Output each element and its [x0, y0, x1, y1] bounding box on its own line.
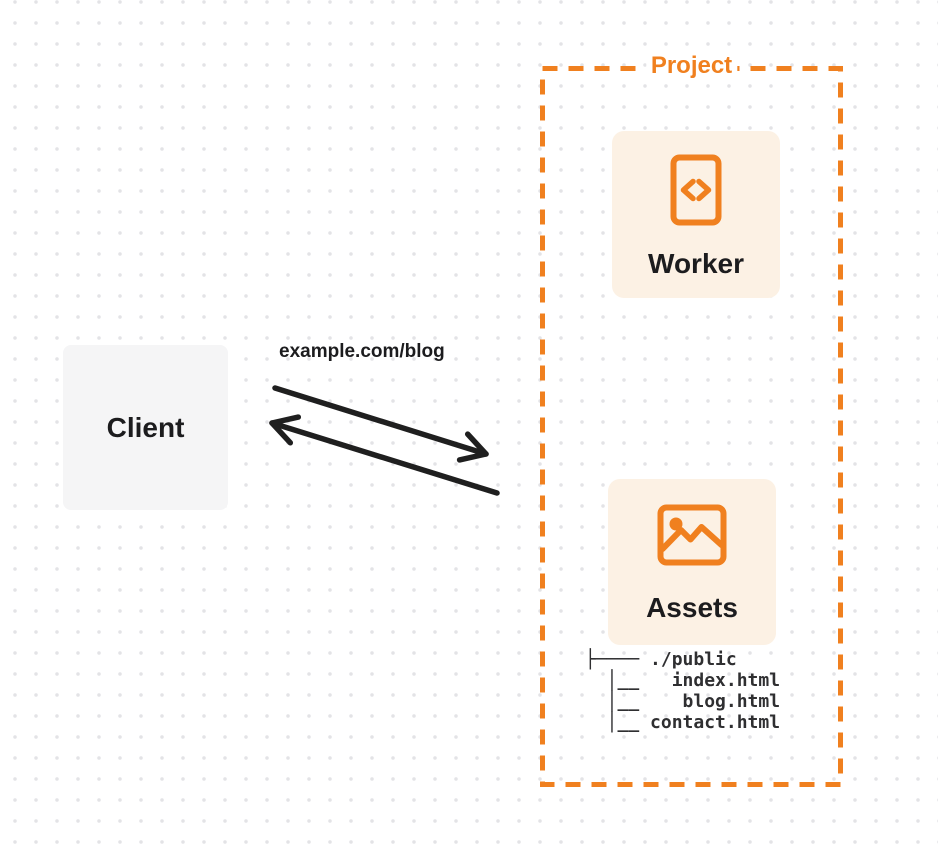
assets-label: Assets	[646, 592, 738, 623]
project-boundary: Project Worker Assets ├──── ./public │__…	[540, 52, 843, 787]
image-icon	[657, 504, 727, 566]
code-file-icon	[670, 154, 722, 226]
worker-card: Worker	[612, 131, 780, 298]
request-url-label: example.com/blog	[279, 341, 445, 362]
request-arrow-icon	[272, 385, 489, 463]
project-label: Project	[645, 52, 738, 80]
assets-card: Assets	[608, 479, 776, 645]
client-node: Client	[63, 345, 228, 510]
client-label: Client	[106, 411, 185, 443]
project-dashed-border	[540, 66, 843, 787]
assets-file-tree: ├──── ./public │__ index.html │__ blog.h…	[585, 649, 781, 733]
worker-label: Worker	[648, 248, 744, 279]
response-arrow-icon	[269, 414, 500, 496]
